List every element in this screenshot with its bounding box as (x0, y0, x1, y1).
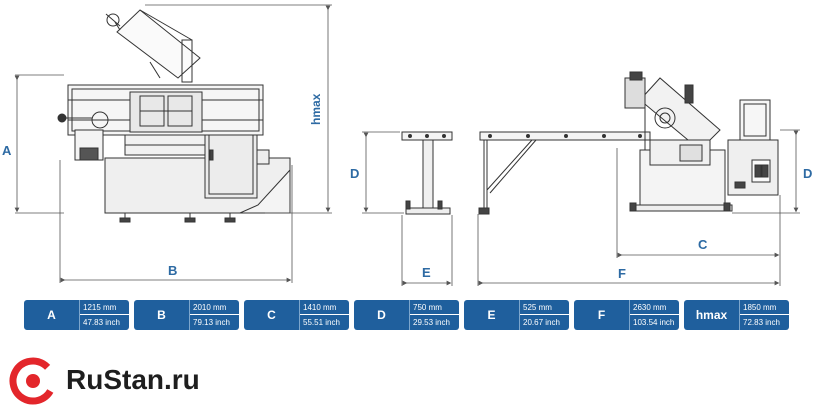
dim-label-d-side: D (803, 166, 812, 181)
spec-mm: 1410 mm (300, 300, 349, 315)
side-dimensions (477, 129, 800, 286)
spec-mm: 1850 mm (740, 300, 789, 315)
spec-key: hmax (695, 308, 728, 322)
logo-text: RuStan.ru (66, 364, 200, 395)
spec-mm: 2010 mm (190, 300, 239, 315)
stand-dimensions (362, 131, 453, 286)
spec-mm: 525 mm (520, 300, 569, 315)
spec-key: A (47, 308, 56, 322)
spec-b: B 2010 mm 79.13 inch (134, 300, 239, 330)
spec-key: E (487, 308, 496, 322)
dim-label-b: B (168, 263, 177, 278)
spec-mm: 2630 mm (630, 300, 679, 315)
spec-key: B (157, 308, 166, 322)
spec-inch: 103.54 inch (633, 318, 675, 327)
spec-inch: 55.51 inch (303, 318, 340, 327)
spec-key: F (597, 308, 606, 322)
spec-mm: 1215 mm (80, 300, 129, 315)
spec-inch: 47.83 inch (83, 318, 120, 327)
spec-key: C (267, 308, 276, 322)
spec-inch: 20.67 inch (523, 318, 560, 327)
spec-a: A 1215 mm 47.83 inch (24, 300, 129, 330)
dimension-spec-table: A 1215 mm 47.83 inch B 2010 mm 79.13 inc… (24, 300, 792, 330)
spec-mm: 750 mm (410, 300, 459, 315)
dim-label-d-front: D (350, 166, 359, 181)
dim-label-f: F (618, 266, 626, 281)
spec-e: E 525 mm 20.67 inch (464, 300, 569, 330)
spec-inch: 29.53 inch (413, 318, 450, 327)
spec-inch: 72.83 inch (743, 318, 780, 327)
dim-label-a: A (2, 143, 12, 158)
saw-front-view (57, 9, 291, 223)
spec-key: D (377, 308, 386, 322)
spec-f: F 2630 mm 103.54 inch (574, 300, 679, 330)
spec-c: C 1410 mm 55.51 inch (244, 300, 349, 330)
technical-drawing: A B hmax D E (2, 4, 812, 286)
spec-d: D 750 mm 29.53 inch (354, 300, 459, 330)
roller-stand (401, 131, 453, 215)
dim-label-e: E (422, 265, 431, 280)
rustan-logo[interactable]: RuStan.ru (8, 356, 228, 406)
front-dimensions (14, 4, 332, 283)
dim-label-hmax: hmax (309, 93, 323, 125)
rustan-logo-mark-icon (9, 357, 57, 405)
dim-label-c: C (698, 237, 708, 252)
spec-inch: 79.13 inch (193, 318, 230, 327)
saw-side-view (478, 71, 779, 215)
spec-hmax: hmax 1850 mm 72.83 inch (684, 300, 789, 330)
